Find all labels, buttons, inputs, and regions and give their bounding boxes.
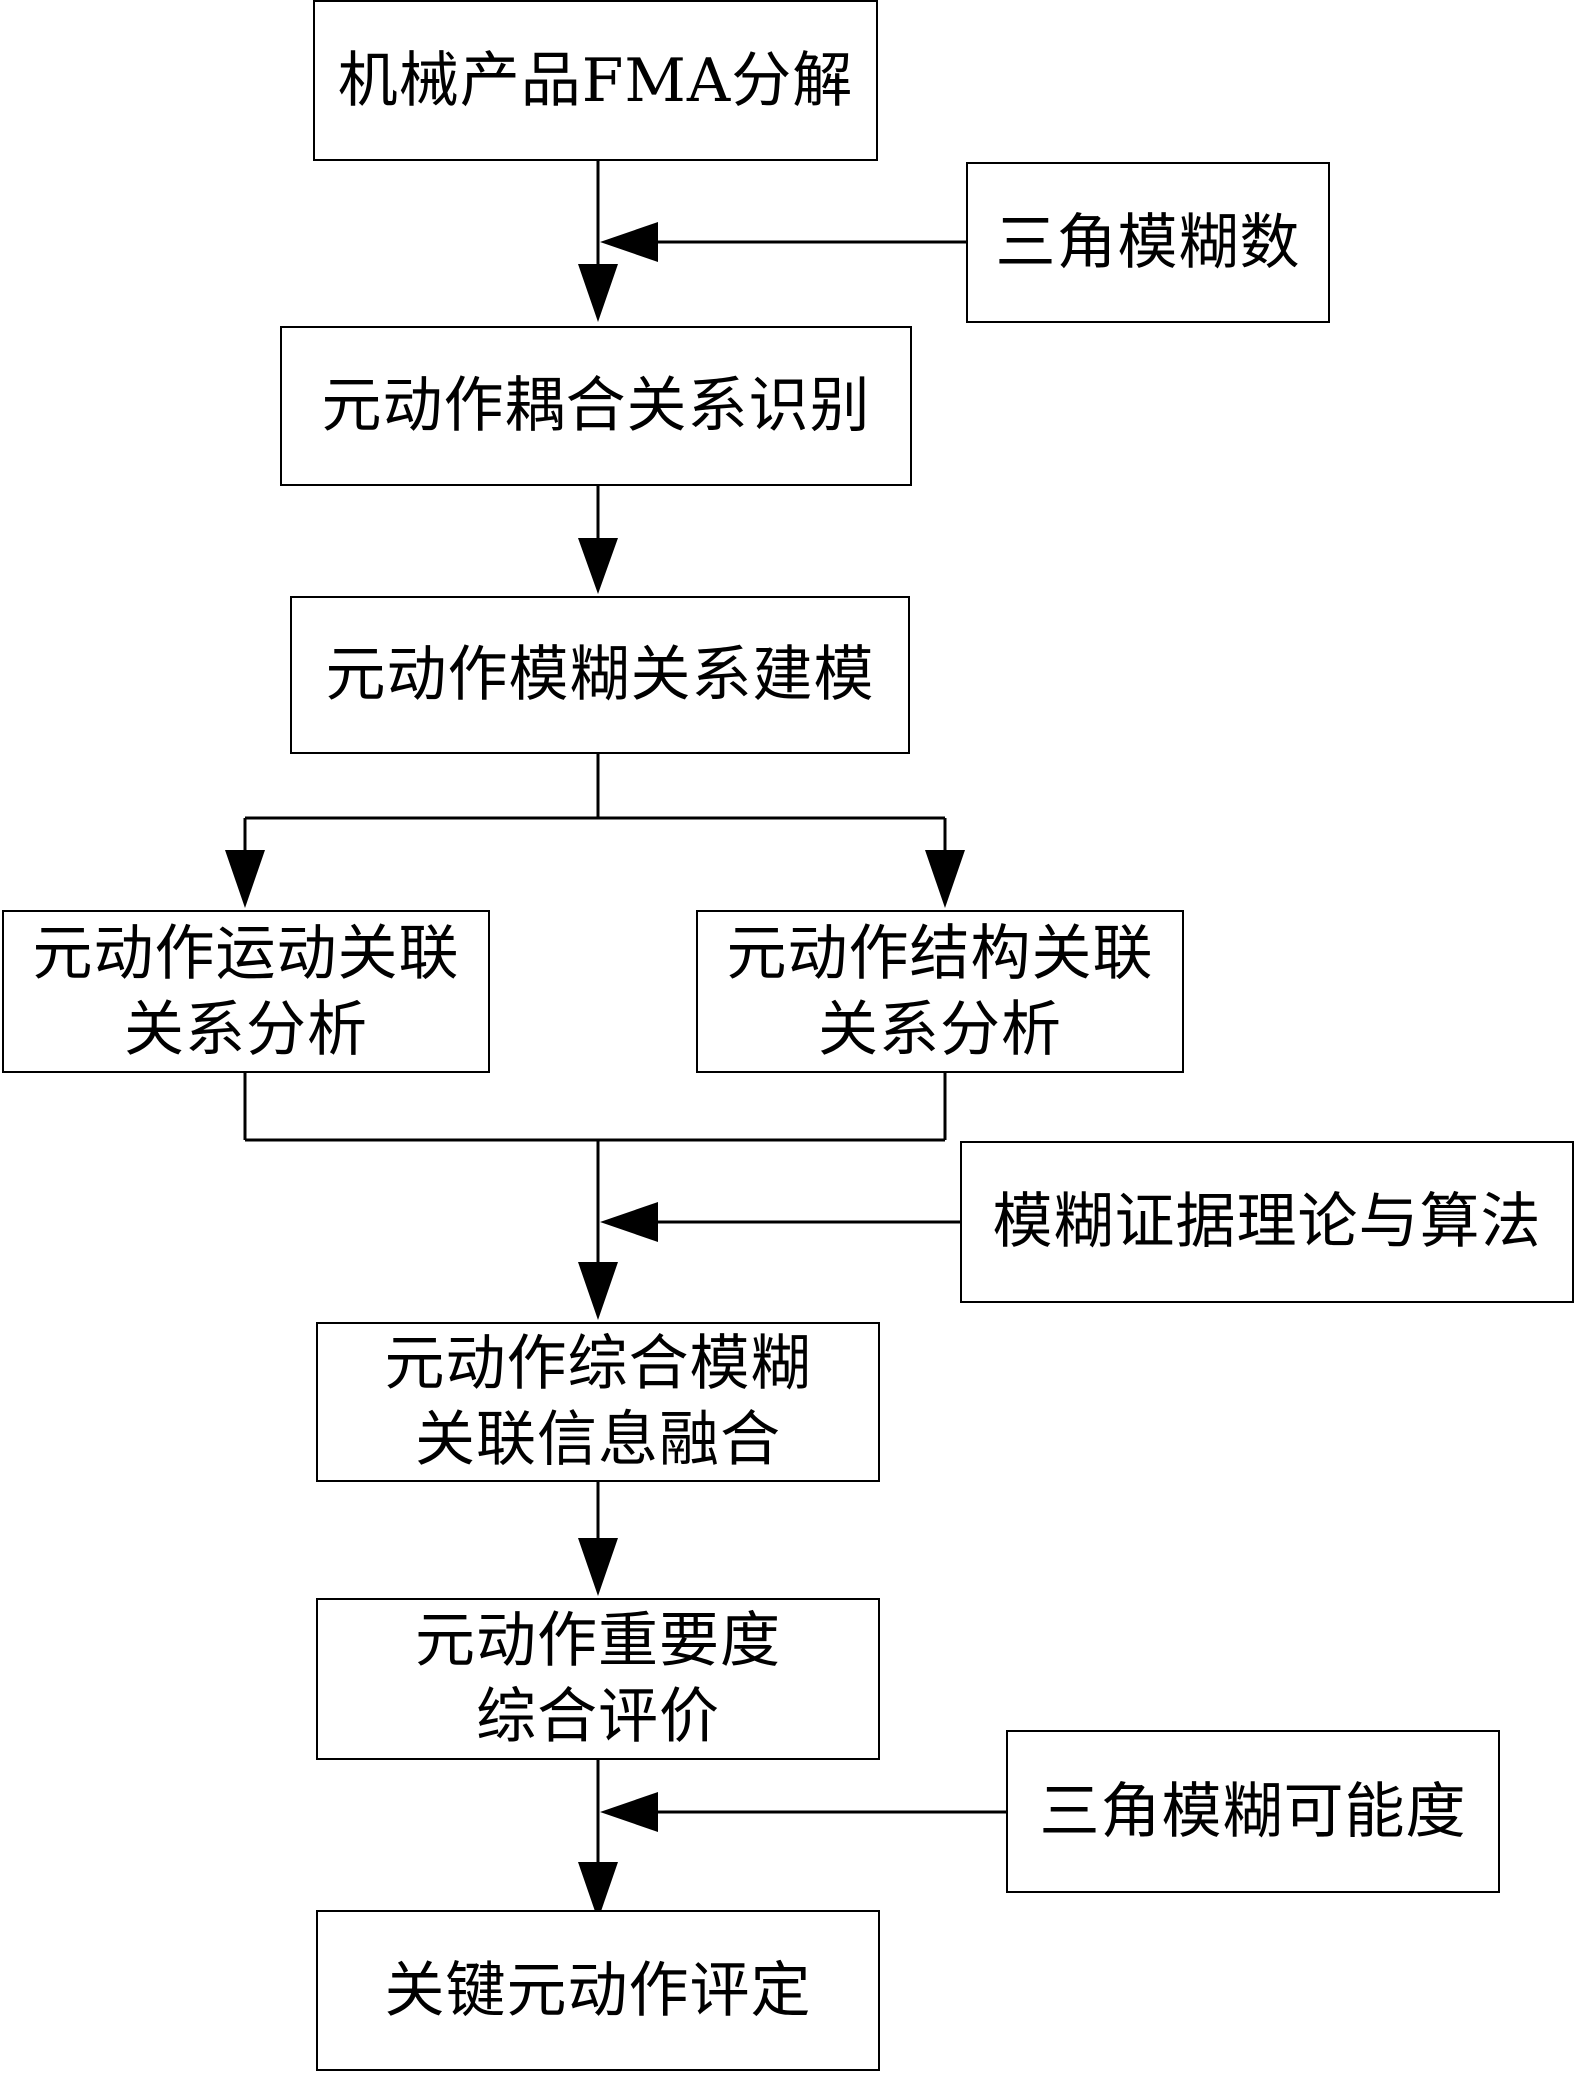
- node-structure-analysis-line1: 元动作结构关联: [726, 918, 1154, 989]
- node-info-fusion-line2: 关联信息融合: [415, 1405, 781, 1475]
- arrowhead-left-trifuzzy: [600, 222, 658, 262]
- node-structure-analysis: 元动作结构关联 关系分析: [696, 910, 1184, 1073]
- node-tri-fuzzy-number: 三角模糊数: [966, 162, 1330, 323]
- node-motion-analysis-line2: 关系分析: [124, 994, 368, 1065]
- arrowhead-down-modeling: [578, 538, 618, 594]
- node-key-action: 关键元动作评定: [316, 1910, 880, 2071]
- arrowhead-left-possibility: [600, 1792, 658, 1832]
- node-importance-eval: 元动作重要度 综合评价: [316, 1598, 880, 1760]
- arrowhead-down-coupling: [578, 264, 618, 322]
- node-info-fusion-line1: 元动作综合模糊: [384, 1329, 812, 1399]
- node-fuzzy-modeling-label: 元动作模糊关系建模: [325, 640, 875, 710]
- node-fma-decompose-label: 机械产品FMA分解: [337, 45, 854, 116]
- arrowhead-down-structure: [925, 850, 965, 908]
- arrowhead-left-evidence: [600, 1202, 658, 1242]
- node-tri-fuzzy-possibility-label: 三角模糊可能度: [1039, 1776, 1467, 1847]
- arrowhead-down-fusion: [578, 1262, 618, 1320]
- arrowhead-down-importance: [578, 1538, 618, 1596]
- node-key-action-label: 关键元动作评定: [384, 1955, 812, 2026]
- node-importance-eval-line2: 综合评价: [476, 1682, 720, 1752]
- node-motion-analysis: 元动作运动关联 关系分析: [2, 910, 490, 1073]
- node-info-fusion: 元动作综合模糊 关联信息融合: [316, 1322, 880, 1482]
- node-evidence-theory-label: 模糊证据理论与算法: [992, 1187, 1542, 1257]
- arrowhead-down-motion: [225, 850, 265, 908]
- node-coupling-identify-label: 元动作耦合关系识别: [321, 371, 871, 441]
- arrowhead-down-key: [578, 1862, 618, 1920]
- node-evidence-theory: 模糊证据理论与算法: [960, 1141, 1574, 1303]
- node-motion-analysis-line1: 元动作运动关联: [32, 918, 460, 989]
- node-fma-decompose: 机械产品FMA分解: [313, 0, 878, 161]
- node-importance-eval-line1: 元动作重要度: [415, 1606, 781, 1676]
- node-structure-analysis-line2: 关系分析: [818, 994, 1062, 1065]
- node-tri-fuzzy-possibility: 三角模糊可能度: [1006, 1730, 1500, 1893]
- node-tri-fuzzy-number-label: 三角模糊数: [995, 207, 1301, 278]
- node-coupling-identify: 元动作耦合关系识别: [280, 326, 912, 486]
- node-fuzzy-modeling: 元动作模糊关系建模: [290, 596, 910, 754]
